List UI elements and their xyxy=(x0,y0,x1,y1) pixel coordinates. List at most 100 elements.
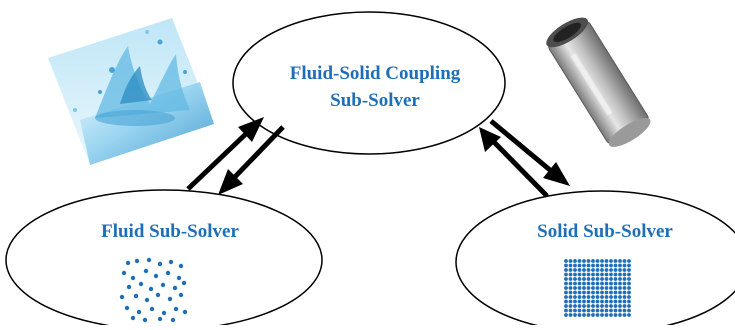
grid-dot xyxy=(595,277,600,281)
grid-dot xyxy=(577,268,582,272)
grid-dot xyxy=(622,263,627,268)
grid-dot xyxy=(577,304,582,308)
grid-dot xyxy=(604,295,609,299)
grid-dot xyxy=(609,259,613,263)
grid-dot xyxy=(609,308,613,313)
grid-dot xyxy=(613,277,618,281)
grid-dot xyxy=(618,308,622,313)
grid-dot xyxy=(586,290,591,295)
coupling-label-line2: Sub-Solver xyxy=(330,90,420,111)
grid-dot xyxy=(595,299,600,304)
grid-dot xyxy=(591,308,595,313)
grid-particles-icon xyxy=(564,259,631,317)
particle-dot xyxy=(125,260,131,266)
grid-dot xyxy=(582,268,586,272)
grid-dot xyxy=(573,281,577,286)
grid-dot xyxy=(591,304,595,308)
grid-dot xyxy=(564,299,568,304)
grid-dot xyxy=(622,308,627,313)
grid-dot xyxy=(582,263,586,268)
grid-dot xyxy=(618,295,622,299)
grid-dot xyxy=(595,286,600,290)
grid-dot xyxy=(591,272,595,277)
grid-dot xyxy=(622,259,627,263)
grid-dot xyxy=(627,290,631,295)
grid-dot xyxy=(577,308,582,313)
grid-dot xyxy=(613,259,618,263)
grid-dot xyxy=(604,313,609,317)
particle-dot xyxy=(134,258,140,264)
particle-dot xyxy=(130,275,136,281)
grid-dot xyxy=(622,281,627,286)
grid-dot xyxy=(609,277,613,281)
grid-dot xyxy=(600,272,604,277)
grid-dot xyxy=(622,295,627,299)
grid-dot xyxy=(591,277,595,281)
grid-dot xyxy=(586,286,591,290)
grid-dot xyxy=(622,304,627,308)
particle-dot xyxy=(124,305,130,311)
grid-dot xyxy=(568,277,573,281)
grid-dot xyxy=(604,281,609,286)
grid-dot xyxy=(564,308,568,313)
grid-dot xyxy=(577,295,582,299)
particle-dot xyxy=(157,316,163,322)
grid-dot xyxy=(568,272,573,277)
grid-dot xyxy=(586,295,591,299)
particle-dot xyxy=(161,310,167,316)
grid-dot xyxy=(613,313,618,317)
grid-dot xyxy=(582,286,586,290)
grid-dot xyxy=(604,268,609,272)
particle-dot xyxy=(178,292,184,298)
grid-dot xyxy=(564,263,568,268)
particle-dot xyxy=(148,286,154,292)
grid-dot xyxy=(577,286,582,290)
grid-dot xyxy=(627,272,631,277)
grid-dot xyxy=(564,277,568,281)
grid-dot xyxy=(582,295,586,299)
grid-dot xyxy=(600,304,604,308)
grid-dot xyxy=(577,263,582,268)
particle-dot xyxy=(170,317,176,323)
grid-dot xyxy=(622,272,627,277)
grid-dot xyxy=(627,286,631,290)
grid-dot xyxy=(600,259,604,263)
particle-dot xyxy=(155,292,161,298)
grid-dot xyxy=(564,286,568,290)
grid-dot xyxy=(586,313,591,317)
grid-dot xyxy=(568,268,573,272)
arrow-solid-to-coupling xyxy=(479,127,549,198)
grid-dot xyxy=(568,295,573,299)
grid-dot xyxy=(586,304,591,308)
grid-dot xyxy=(618,299,622,304)
grid-dot xyxy=(568,259,573,263)
grid-dot xyxy=(595,263,600,268)
grid-dot xyxy=(586,259,591,263)
grid-dot xyxy=(613,295,618,299)
grid-dot xyxy=(564,313,568,317)
grid-dot xyxy=(609,263,613,268)
grid-dot xyxy=(582,281,586,286)
grid-dot xyxy=(595,295,600,299)
grid-dot xyxy=(613,263,618,268)
particle-dot xyxy=(176,275,182,281)
grid-dot xyxy=(627,281,631,286)
grid-dot xyxy=(568,299,573,304)
particle-dot xyxy=(126,284,132,290)
grid-dot xyxy=(609,299,613,304)
grid-dot xyxy=(613,308,618,313)
grid-dot xyxy=(595,268,600,272)
grid-dot xyxy=(609,290,613,295)
fluid-node xyxy=(5,189,323,330)
grid-dot xyxy=(613,299,618,304)
grid-dot xyxy=(586,281,591,286)
grid-dot xyxy=(573,272,577,277)
grid-dot xyxy=(604,286,609,290)
particle-dot xyxy=(146,257,152,263)
grid-dot xyxy=(595,308,600,313)
grid-dot xyxy=(591,268,595,272)
grid-dot xyxy=(577,313,582,317)
solid-node xyxy=(455,190,735,330)
grid-dot xyxy=(600,263,604,268)
